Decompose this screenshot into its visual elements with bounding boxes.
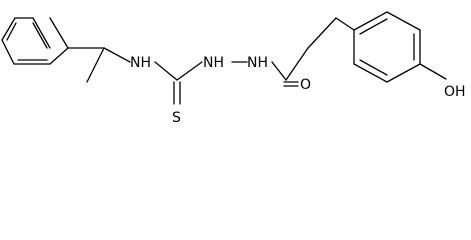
thiourea-nh-label: NH xyxy=(130,55,151,71)
phenyl-ring xyxy=(1,17,69,65)
backbone-bonds xyxy=(67,17,355,105)
molecule-structure: NH NH NH S O OH xyxy=(1,11,466,126)
hydrazine-nh-right-label: NH xyxy=(247,55,268,71)
carbonyl-o-label: O xyxy=(300,77,311,93)
hydrazine-nh-left-label: NH xyxy=(203,55,224,71)
hydroxyl-label: OH xyxy=(444,84,466,100)
thione-s-label: S xyxy=(172,110,181,126)
hydroxyphenyl-ring xyxy=(353,11,447,83)
